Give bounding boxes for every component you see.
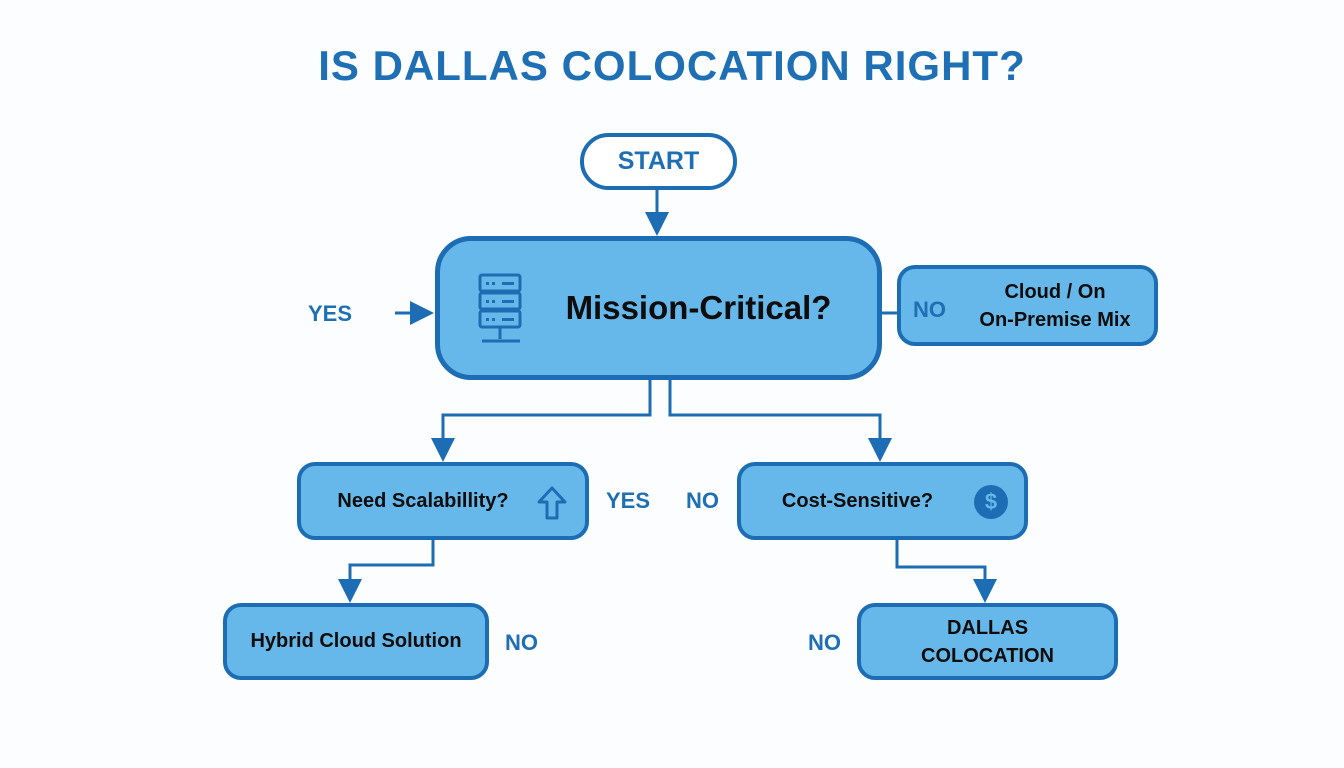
cloud-mix-line2: On-Premise Mix	[979, 308, 1131, 331]
hybrid-cloud-node: Hybrid Cloud Solution	[223, 603, 489, 680]
start-label: START	[617, 147, 700, 175]
cost-sensitive-node: Cost-Sensitive? $	[737, 462, 1028, 540]
cost-sensitive-label: Cost-Sensitive?	[781, 489, 934, 512]
mission-critical-node: Mission-Critical?	[435, 236, 882, 380]
cloud-mix-node: NO Cloud / On On-Premise Mix	[897, 265, 1158, 346]
no-hybrid-label: NO	[505, 630, 538, 655]
yes-left-label: YES	[308, 301, 353, 326]
start-node: START	[580, 133, 737, 190]
arrow-mission-scalability	[431, 380, 652, 462]
cloud-mix-line1: Cloud / On	[1004, 280, 1106, 303]
mission-critical-label: Mission-Critical?	[565, 289, 832, 326]
no-dallas-label: NO	[808, 630, 841, 655]
arrow-cost-dallas	[895, 540, 997, 603]
server-icon	[478, 273, 522, 343]
dallas-line2: COLOCATION	[921, 644, 1054, 667]
scalability-node: Need Scalabillity?	[297, 462, 589, 540]
arrow-scalability-hybrid	[338, 540, 435, 603]
hybrid-cloud-label: Hybrid Cloud Solution	[250, 630, 462, 652]
yes-mid-label: YES	[606, 488, 651, 513]
up-arrow-icon	[537, 486, 567, 520]
page-title: IS DALLAS COLOCATION RIGHT?	[318, 42, 1026, 89]
dollar-icon: $	[974, 485, 1008, 519]
scalability-label: Need Scalabillity?	[337, 489, 509, 512]
no-mid-label: NO	[686, 488, 719, 513]
arrow-mission-cost	[668, 380, 892, 462]
dallas-colocation-node: DALLAS COLOCATION	[857, 603, 1118, 680]
dallas-line1: DALLAS	[946, 616, 1029, 639]
no-cloud-label: NO	[913, 297, 946, 322]
